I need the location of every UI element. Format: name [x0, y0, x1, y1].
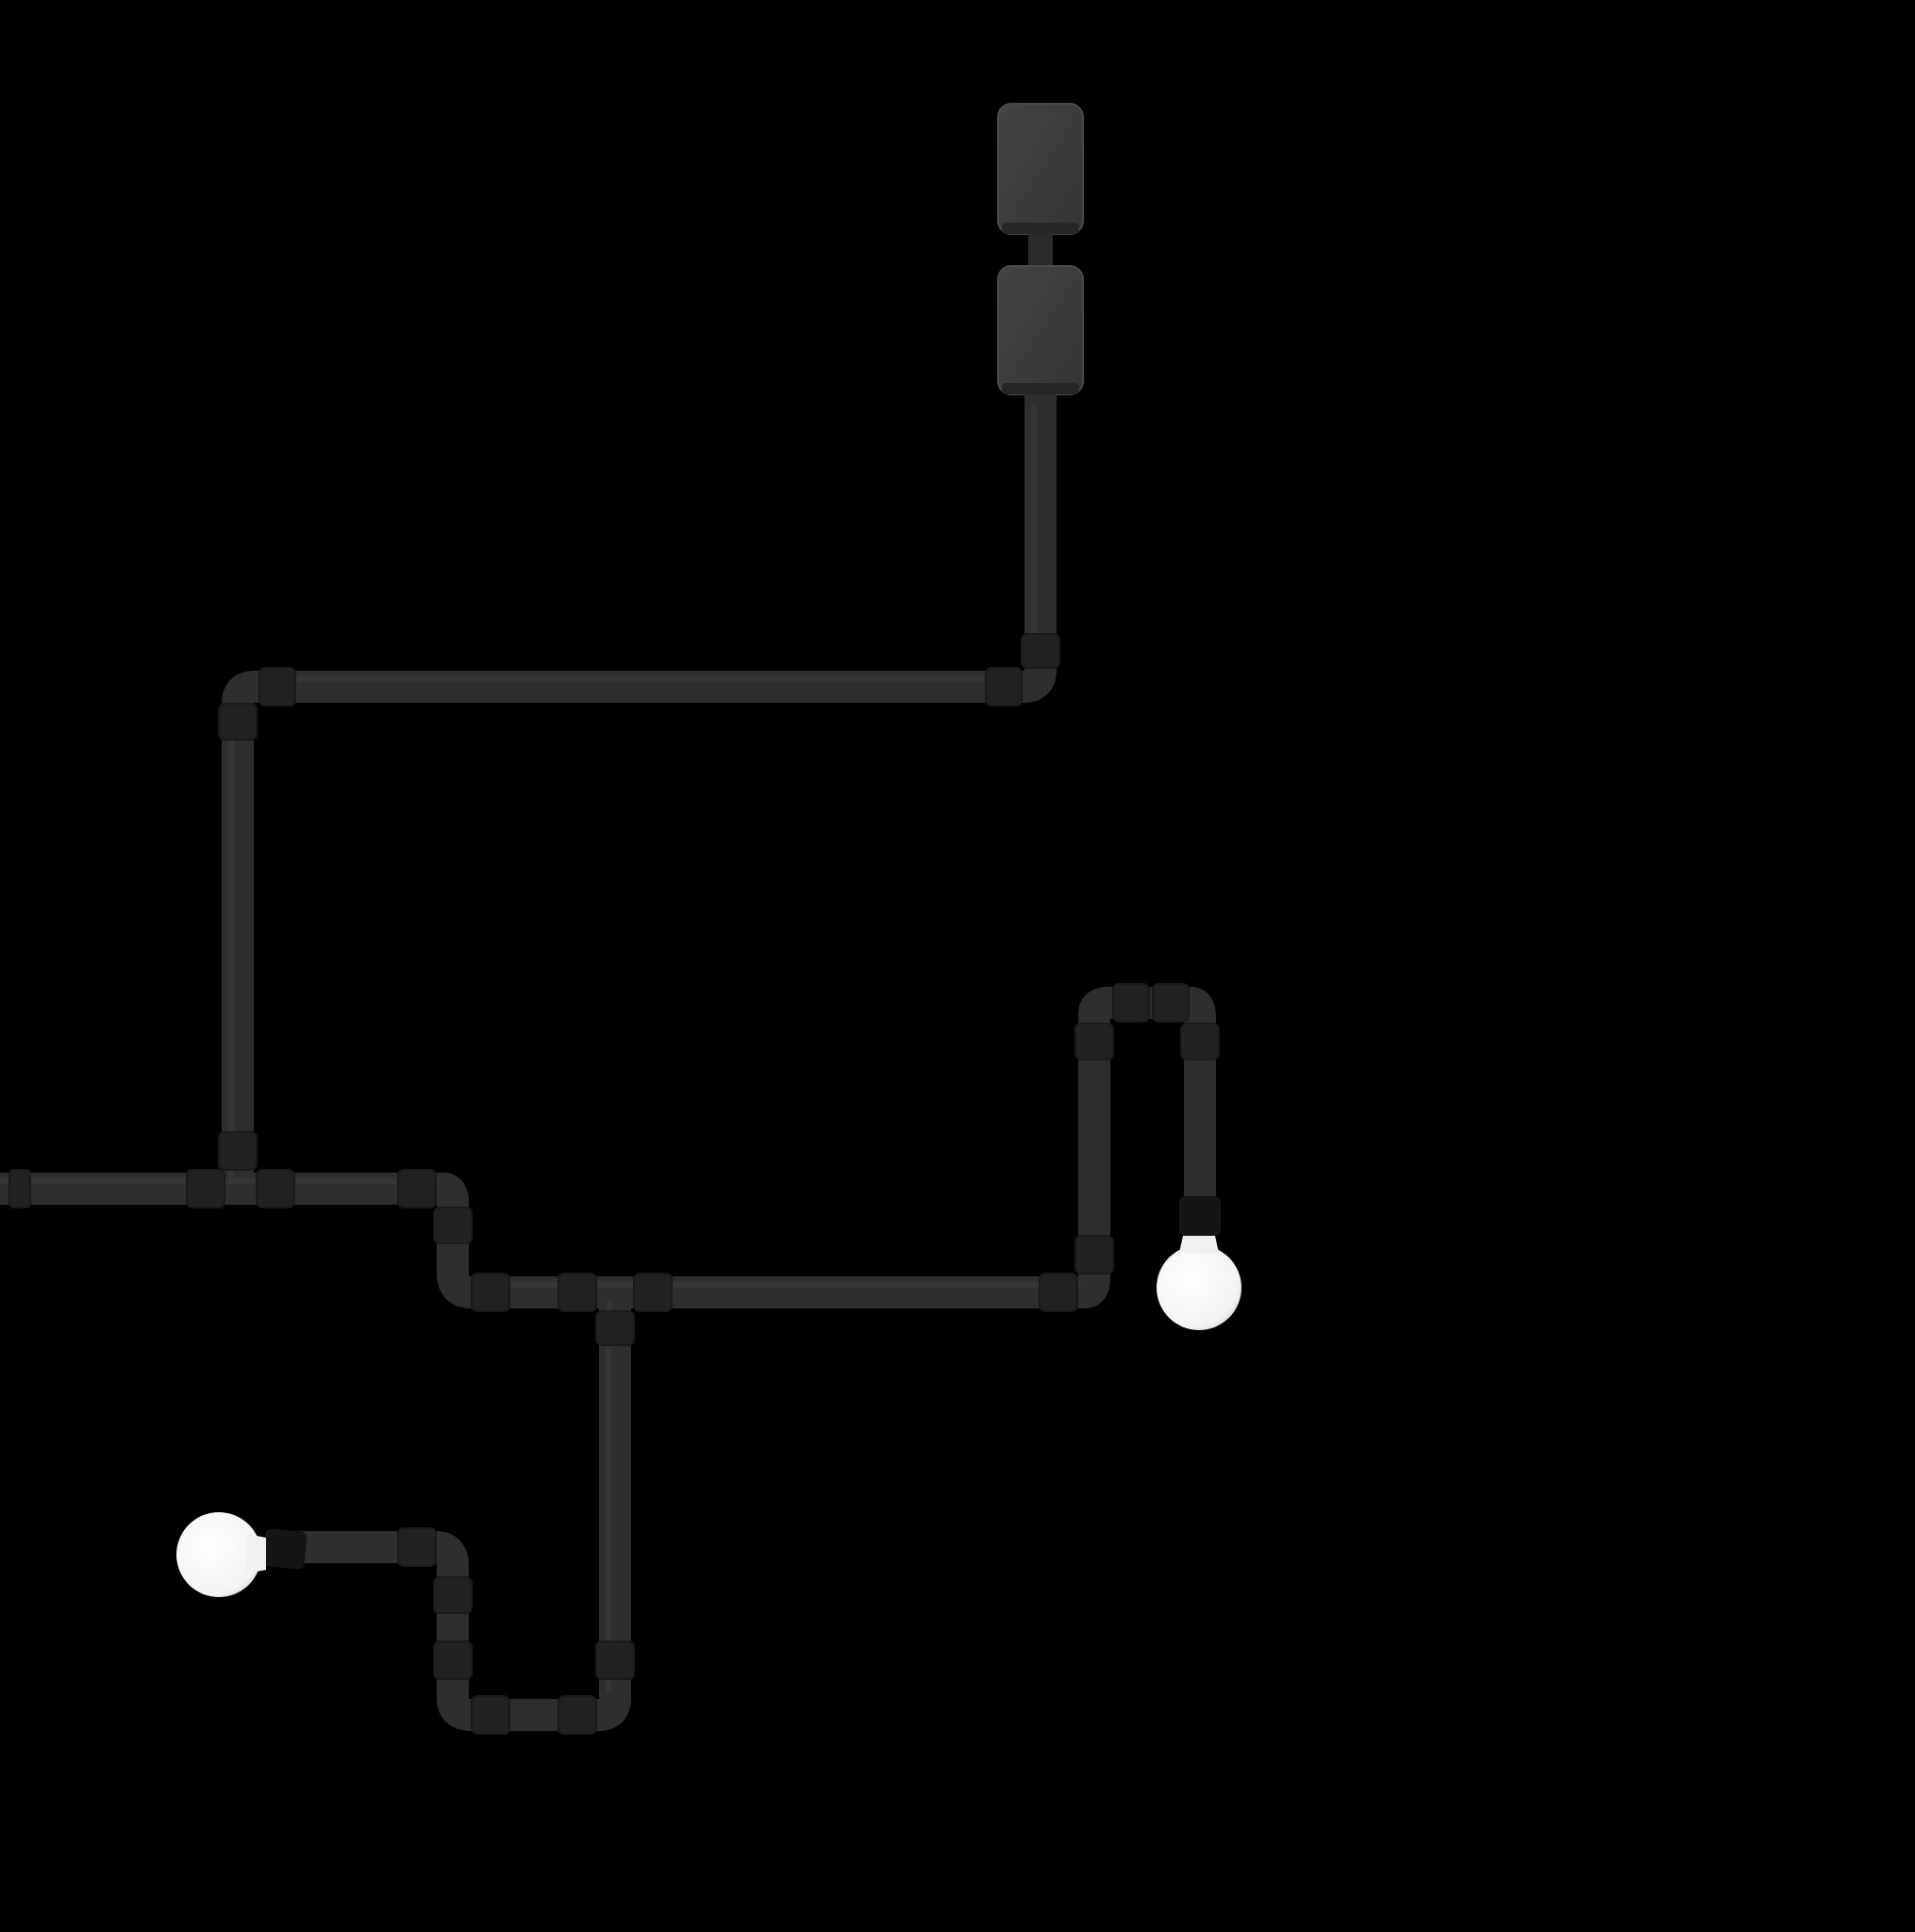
coupler [433, 1576, 473, 1614]
coupler [1152, 983, 1190, 1023]
coupler [186, 1169, 225, 1208]
coupler [1021, 633, 1060, 669]
pipe-network [0, 394, 1216, 1731]
bulb-right [1157, 1196, 1241, 1330]
coupler [218, 1131, 258, 1171]
pipe-fittings [8, 633, 1220, 1735]
coupler [8, 1169, 31, 1208]
connector-pipe [1028, 234, 1053, 266]
coupler [433, 1641, 473, 1680]
coupler [1074, 1023, 1114, 1060]
coupler [471, 1273, 510, 1312]
coupler [256, 1169, 295, 1208]
coupler [633, 1273, 673, 1312]
junction-box-bottom [997, 265, 1084, 395]
bulb-socket [262, 1528, 308, 1570]
coupler [471, 1695, 510, 1735]
coupler [595, 1641, 635, 1680]
junction-box-top [997, 103, 1084, 235]
coupler [558, 1695, 597, 1735]
bulb-left [176, 1512, 308, 1597]
bulb-socket [1179, 1196, 1221, 1236]
coupler [1180, 1023, 1220, 1060]
coupler [1074, 1235, 1114, 1274]
coupler [1112, 983, 1150, 1023]
light-bulb-icon [1157, 1245, 1241, 1330]
pipe-segment [222, 394, 1057, 1189]
coupler [433, 1207, 473, 1244]
coupler [397, 1527, 437, 1567]
coupler [258, 667, 296, 707]
coupler [1039, 1273, 1078, 1312]
coupler [397, 1169, 437, 1208]
coupler [218, 703, 258, 741]
pipe-segment [0, 987, 1216, 1308]
pipe-segment [283, 1292, 631, 1731]
coupler [558, 1273, 597, 1312]
coupler [985, 667, 1023, 707]
coupler [595, 1310, 635, 1346]
light-bulb-icon [176, 1512, 261, 1597]
